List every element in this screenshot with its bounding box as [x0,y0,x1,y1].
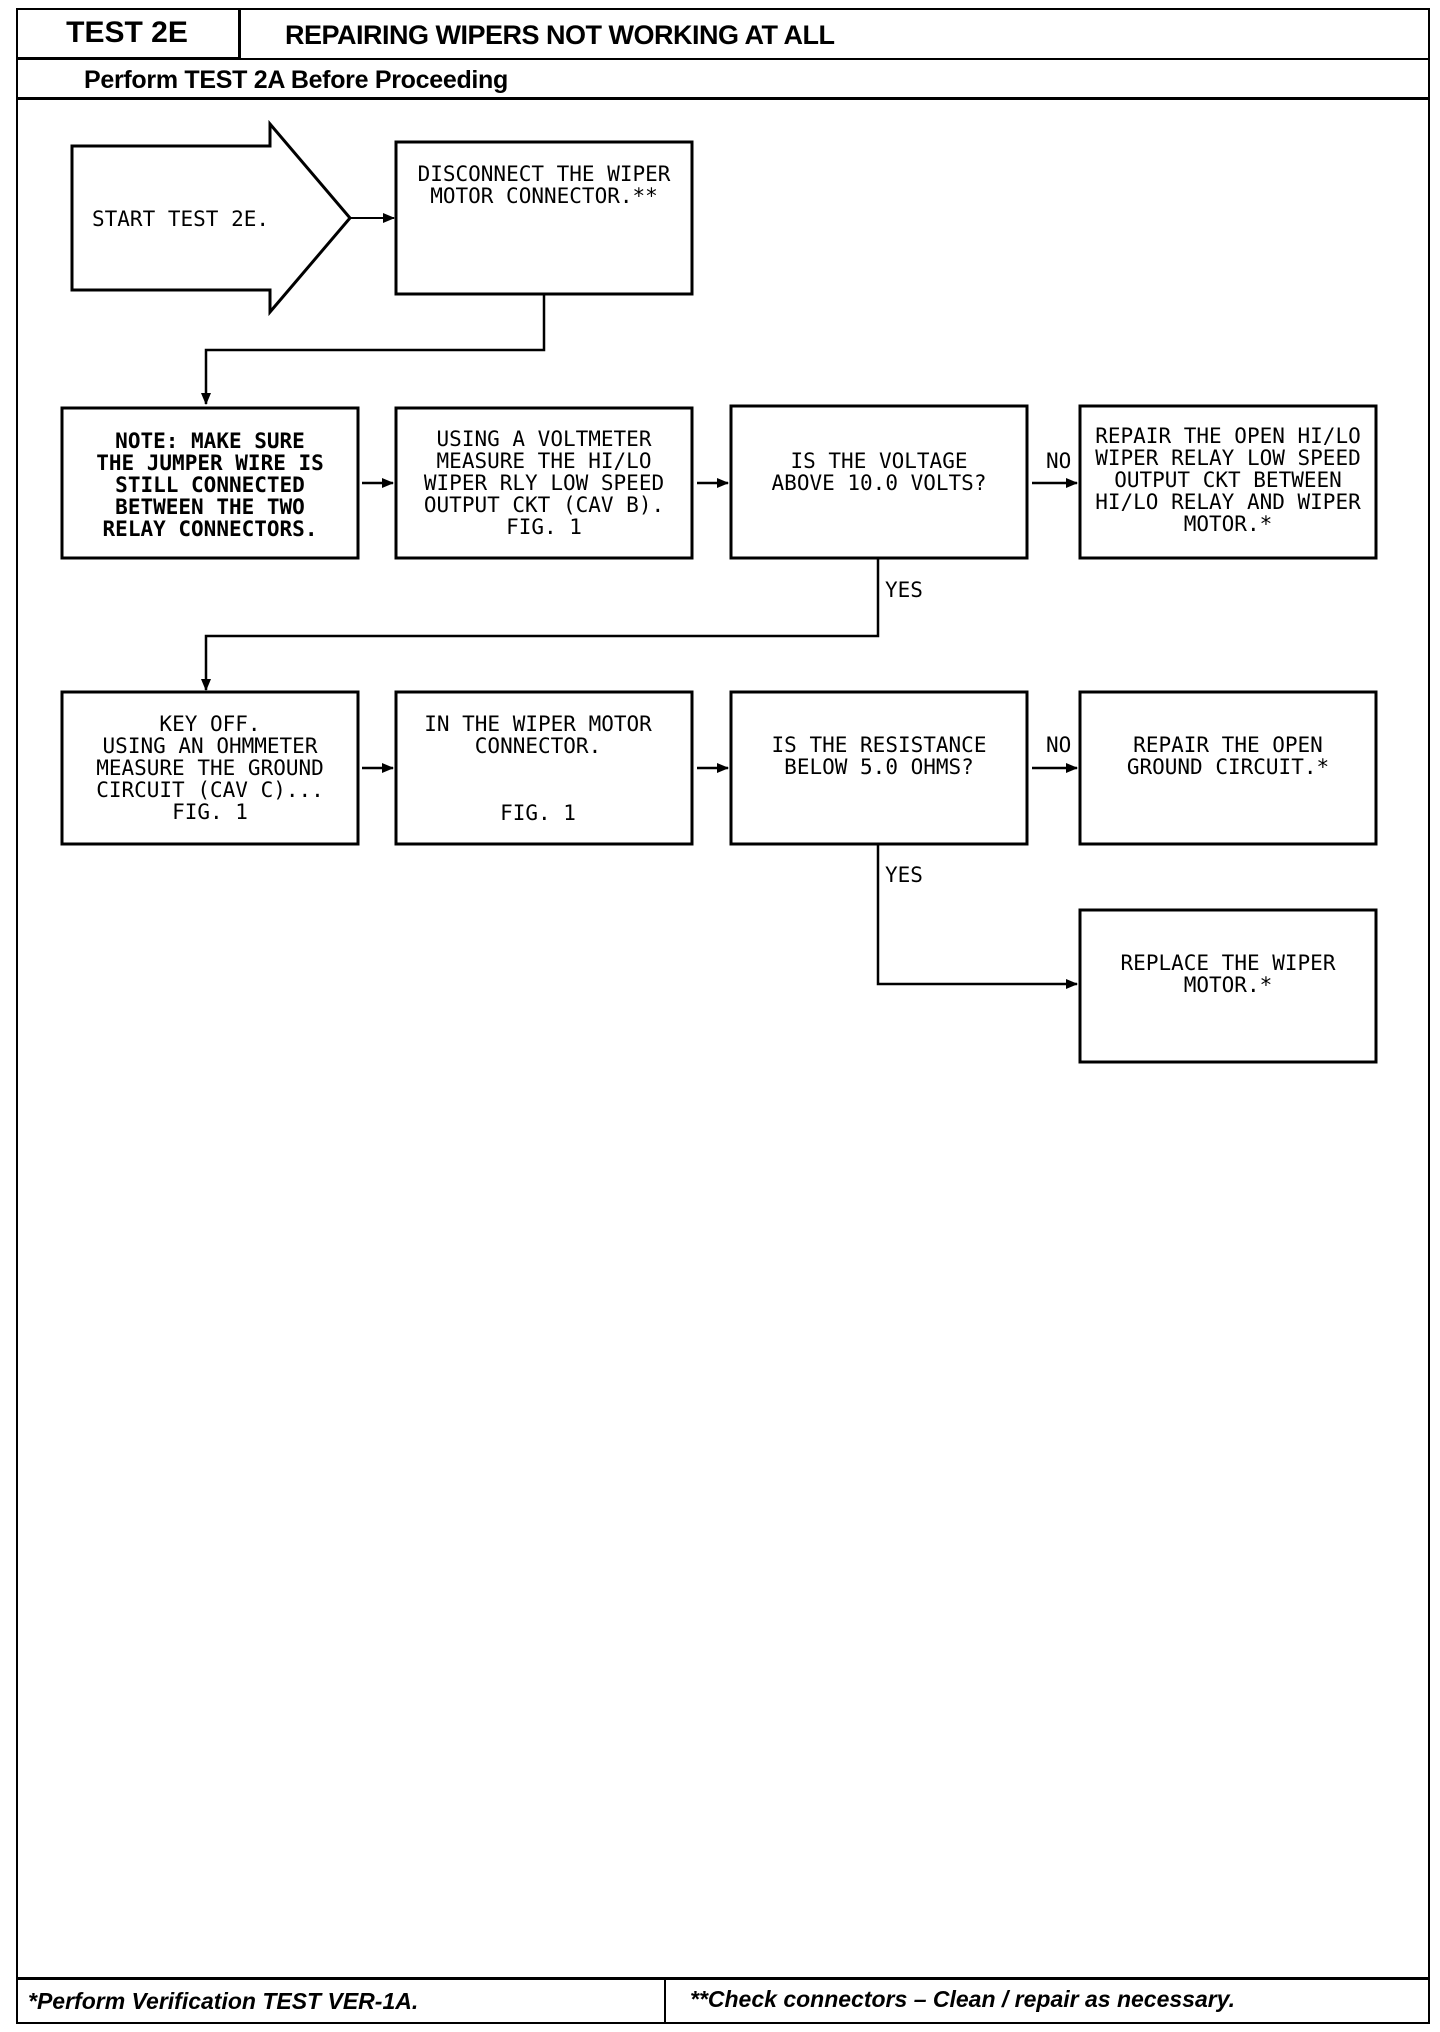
note-line: RELAY CONNECTORS. [103,517,318,541]
voltmeter-line: FIG. 1 [506,515,582,539]
wiper-connector-fig: FIG. 1 [500,801,576,825]
note-line: BETWEEN THE TWO [115,495,305,519]
repair-hilo-line: WIPER RELAY LOW SPEED [1095,446,1361,470]
note-line: THE JUMPER WIRE IS [96,451,324,475]
note-line: STILL CONNECTED [115,473,305,497]
voltage-yes-label: YES [885,578,923,602]
repair-hilo-line: HI/LO RELAY AND WIPER [1095,490,1361,514]
repair-hilo-line: OUTPUT CKT BETWEEN [1114,468,1342,492]
test-title: REPAIRING WIPERS NOT WORKING AT ALL [285,20,835,50]
footer-column-divider [664,1977,666,2024]
voltmeter-line: USING A VOLTMETER [437,427,652,451]
repair-ground-line: REPAIR THE OPEN [1133,733,1323,757]
disconnect-line: DISCONNECT THE WIPER [418,162,671,186]
start-node: START TEST 2E. [70,119,352,317]
footer-verification-note: *Perform Verification TEST VER-1A. [28,1988,419,2014]
footer-connector-note: **Check connectors – Clean / repair as n… [690,1986,1236,2012]
voltage-no-label: NO [1046,449,1071,473]
note-line: NOTE: MAKE SURE [115,429,305,453]
resistance-yes-label: YES [885,863,923,887]
key-off-line: MEASURE THE GROUND [96,756,324,780]
header-divider [16,58,1430,60]
voltage-question-line: ABOVE 10.0 VOLTS? [772,471,987,495]
resistance-no-label: NO [1046,733,1071,757]
connector-disconnect-to-note [201,294,546,405]
wiper-connector-line: CONNECTOR. [475,734,601,758]
voltage-question-line: IS THE VOLTAGE [790,449,967,473]
key-off-line: KEY OFF. [159,712,260,736]
key-off-line: CIRCUIT (CAV C)... [96,778,324,802]
replace-motor-line: MOTOR.* [1184,973,1273,997]
page-frame [16,8,1430,2024]
key-off-line: USING AN OHMMETER [103,734,318,758]
wiper-connector-line: IN THE WIPER MOTOR [424,712,652,736]
disconnect-line: MOTOR CONNECTOR.** [430,184,658,208]
repair-ground-line: GROUND CIRCUIT.* [1127,755,1329,779]
key-off-line: FIG. 1 [172,800,248,824]
voltmeter-line: MEASURE THE HI/LO [437,449,652,473]
connector-voltage-yes [201,558,880,691]
voltmeter-line: WIPER RLY LOW SPEED [424,471,664,495]
replace-motor-line: REPLACE THE WIPER [1121,951,1336,975]
subheader-divider [16,97,1430,100]
start-arrow-shape [70,119,352,317]
resistance-question-line: IS THE RESISTANCE [772,733,987,757]
voltmeter-line: OUTPUT CKT (CAV B). [424,493,664,517]
repair-hilo-line: REPAIR THE OPEN HI/LO [1095,424,1361,448]
repair-hilo-line: MOTOR.* [1184,512,1273,536]
start-label: START TEST 2E. [92,207,269,231]
connector-resistance-yes [876,844,1078,989]
footer-divider [16,1977,1430,1980]
resistance-question-line: BELOW 5.0 OHMS? [784,755,974,779]
prerequisite-note: Perform TEST 2A Before Proceeding [84,66,508,94]
